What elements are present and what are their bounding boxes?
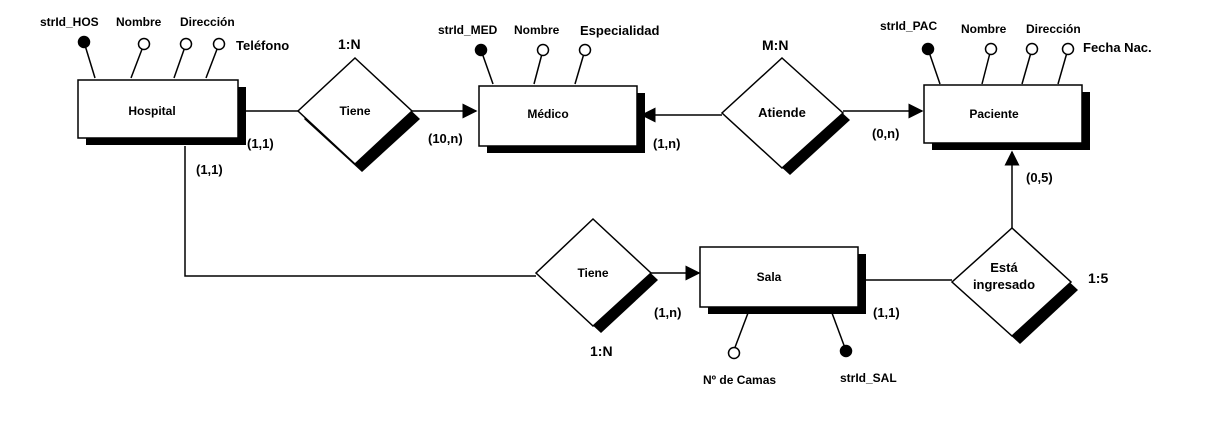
relationship-esta-ingresado[interactable]: Está ingresado [950, 226, 1078, 344]
ratio-label: 1:5 [1088, 270, 1108, 286]
attribute-label: Dirección [1026, 22, 1081, 36]
entity-label: Hospital [128, 104, 175, 118]
entity-label: Paciente [969, 107, 1019, 121]
attribute-marker [984, 42, 998, 56]
attribute-marker [137, 37, 151, 51]
attribute-label: Nombre [116, 15, 162, 29]
attribute-labels: strId_HOS Nombre Dirección Teléfono strI… [40, 15, 1152, 387]
cardinality-label: (1,n) [654, 305, 681, 320]
attribute-label: Dirección [180, 15, 235, 29]
attribute-marker [536, 43, 550, 57]
attribute-marker [1025, 42, 1039, 56]
attribute-label: Nombre [961, 22, 1007, 36]
attribute-label: Nombre [514, 23, 560, 37]
entity-label: Sala [757, 270, 782, 284]
key-attribute-marker [474, 43, 488, 57]
entity-medico[interactable]: Médico [478, 85, 645, 153]
cardinality-label: (1,1) [247, 136, 274, 151]
attribute-label: Especialidad [580, 23, 660, 38]
attribute-label: strId_PAC [880, 19, 937, 33]
relationship-label: Tiene [577, 266, 608, 280]
attribute-label: strId_MED [438, 23, 498, 37]
entity-label: Médico [527, 107, 568, 121]
entity-hospital[interactable]: Hospital [77, 79, 246, 145]
attribute-marker [578, 43, 592, 57]
attribute-label: strId_SAL [840, 371, 897, 385]
attribute-markers [77, 35, 1075, 360]
relationship-tiene-top[interactable]: Tiene [296, 56, 420, 172]
attribute-label: Teléfono [236, 38, 289, 53]
cardinality-label: (1,n) [653, 136, 680, 151]
relationship-tiene-bottom[interactable]: Tiene [534, 217, 658, 333]
cardinality-labels: (1,1) (10,n) (1,n) (0,n) (1,1) (1,n) (1,… [196, 126, 1053, 320]
attribute-marker [727, 346, 741, 360]
attribute-label: strId_HOS [40, 15, 99, 29]
cardinality-label: (1,1) [196, 162, 223, 177]
cardinality-label: (0,n) [872, 126, 899, 141]
cardinality-label: (10,n) [428, 131, 463, 146]
entity-paciente[interactable]: Paciente [923, 84, 1090, 150]
key-attribute-marker [839, 344, 853, 358]
key-attribute-marker [921, 42, 935, 56]
relationship-atiende[interactable]: Atiende [720, 56, 850, 175]
relationship-label: Tiene [339, 104, 370, 118]
ratio-label: 1:N [590, 343, 613, 359]
relationship-label: Atiende [758, 105, 806, 120]
connectors [184, 103, 1020, 281]
relationship-label-line1: Está [990, 260, 1018, 275]
key-attribute-marker [77, 35, 91, 49]
attribute-marker [212, 37, 226, 51]
ratio-label: 1:N [338, 36, 361, 52]
attribute-marker [179, 37, 193, 51]
hospital-sala-line [184, 146, 536, 277]
attribute-label: Nº de Camas [703, 373, 776, 387]
entity-sala[interactable]: Sala [699, 246, 866, 314]
attribute-label: Fecha Nac. [1083, 40, 1152, 55]
attribute-marker [1061, 42, 1075, 56]
ratio-label: M:N [762, 37, 788, 53]
relationship-label-line2: ingresado [973, 277, 1035, 292]
cardinality-label: (0,5) [1026, 170, 1053, 185]
cardinality-label: (1,1) [873, 305, 900, 320]
ratio-labels: 1:N M:N 1:N 1:5 [338, 36, 1108, 359]
